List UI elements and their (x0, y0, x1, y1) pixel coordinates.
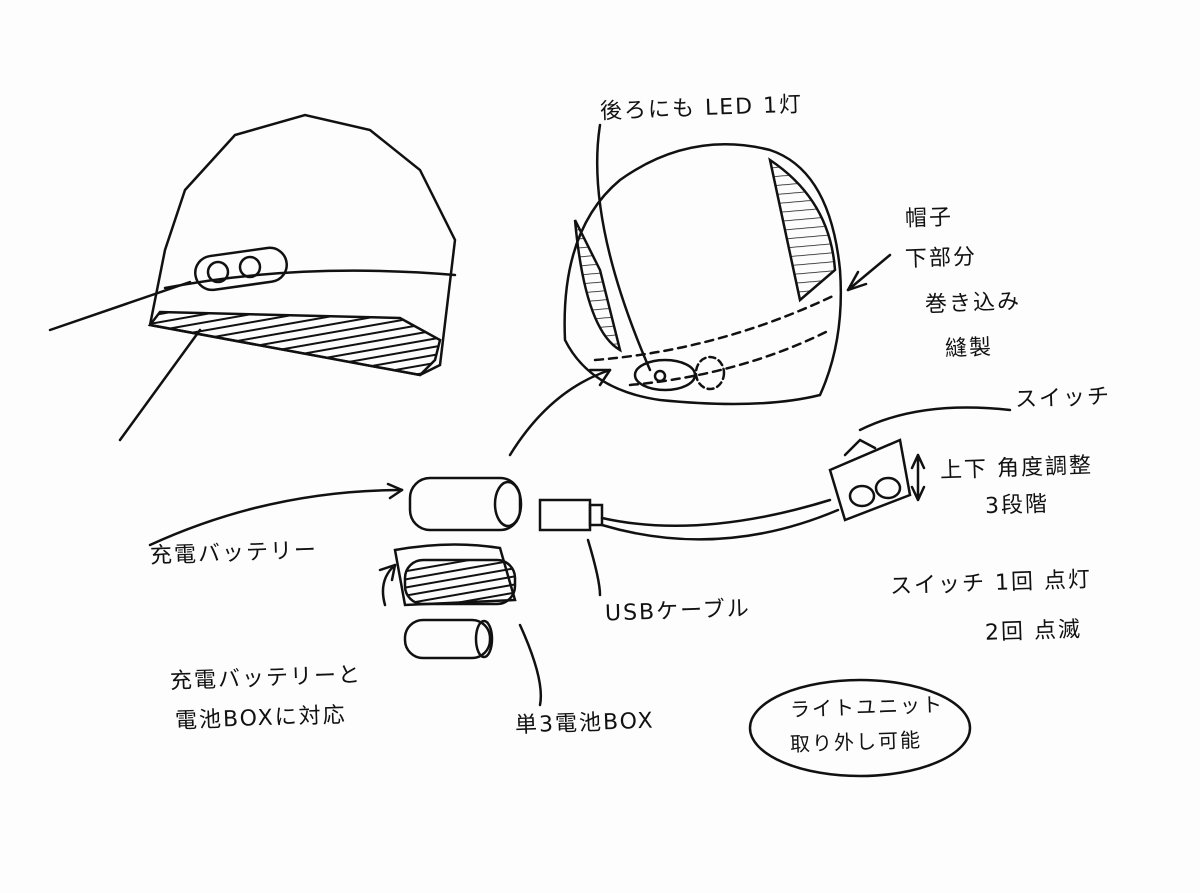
three-steps-label: 3段階 (984, 491, 1050, 520)
bottom-part-label: 下部分 (904, 244, 978, 273)
battery-label: 充電バッテリー (149, 538, 319, 569)
removable-label-line2: 取り外し可能 (789, 727, 923, 757)
roll-in-label: 巻き込み (924, 289, 1022, 318)
switch-label: スイッチ (1014, 384, 1112, 413)
battery-drawing (148, 476, 523, 547)
switch-twice-label: 2回 点滅 (984, 617, 1083, 646)
front-beanie-drawing (48, 113, 457, 442)
light-unit-drawing (828, 406, 1012, 522)
hat-label: 帽子 (904, 205, 954, 232)
removable-callout-bubble (748, 678, 972, 778)
aa-battery-box-drawing (378, 543, 543, 707)
usb-cable-label: USBケーブル (604, 596, 752, 627)
rear-beanie-drawing (508, 123, 892, 457)
usb-cable-drawing (538, 498, 840, 597)
sewing-label: 縫製 (944, 335, 994, 362)
angle-adjust-label: 上下 角度調整 (939, 453, 1094, 484)
aa-box-label: 単3電池BOX (514, 708, 656, 739)
